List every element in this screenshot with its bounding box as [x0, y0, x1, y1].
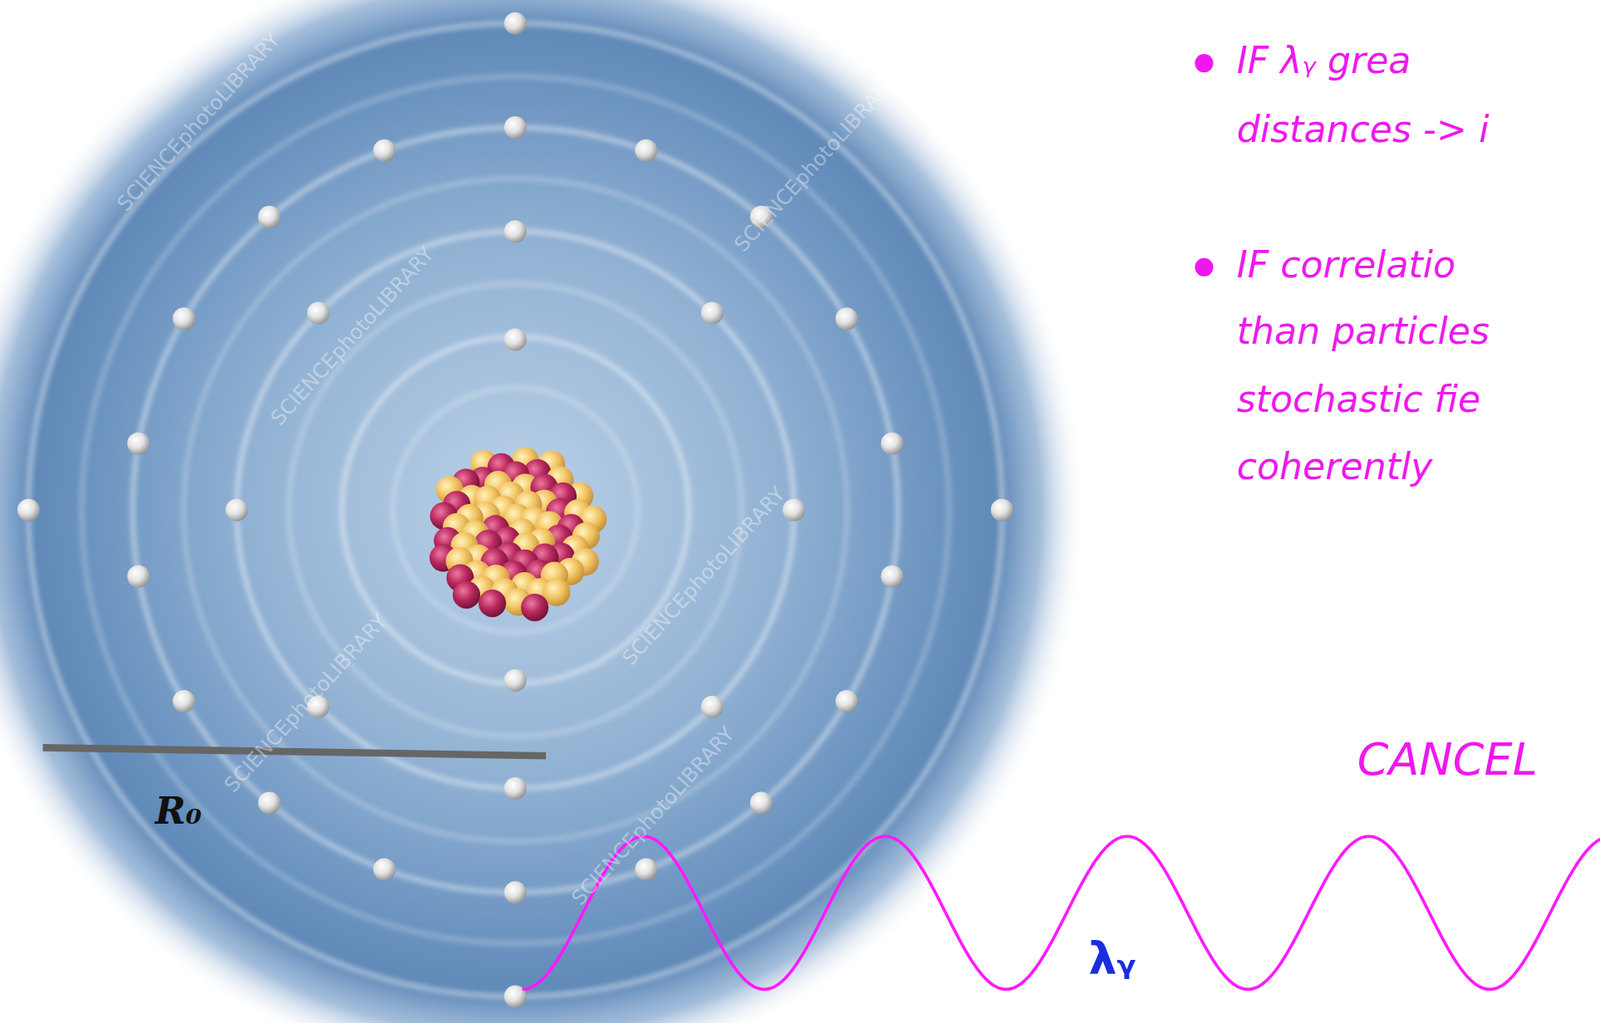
- electron: [373, 139, 396, 162]
- electron: [504, 669, 527, 693]
- electron: [701, 302, 724, 325]
- orbit-rings: [28, 23, 1002, 997]
- watermark: SCIENCEphotoLIBRARY: [566, 722, 739, 911]
- proton: [520, 593, 549, 622]
- electron: [127, 432, 150, 456]
- electron: [835, 690, 859, 713]
- electron: [880, 432, 904, 456]
- note-text: stochastic fie: [1236, 378, 1482, 422]
- orbit-ring: [81, 76, 949, 944]
- electron: [172, 307, 196, 330]
- bullet-dot: [1194, 53, 1213, 73]
- electron: [17, 499, 40, 522]
- electron: [307, 302, 330, 325]
- proton: [452, 581, 481, 609]
- nucleus: [429, 447, 607, 623]
- watermark: SCIENCEphotoLIBRARY: [730, 69, 903, 258]
- electron: [880, 565, 904, 589]
- electron: [225, 499, 248, 522]
- orbit-ring: [28, 23, 1002, 997]
- electrons: [17, 12, 1014, 1009]
- electron: [504, 777, 527, 800]
- note-text: than particles: [1236, 310, 1490, 354]
- electron: [504, 220, 527, 243]
- electron: [634, 139, 658, 162]
- electron: [634, 858, 658, 881]
- watermark: SCIENCEphotoLIBRARY: [265, 242, 438, 431]
- watermark: SCIENCEphotoLIBRARY: [112, 29, 285, 217]
- orbit-ring: [341, 336, 689, 684]
- electron: [373, 858, 396, 881]
- electron: [258, 206, 281, 229]
- note-text: distances -> i: [1236, 108, 1490, 152]
- radius-bar: [43, 747, 547, 756]
- electron: [127, 565, 150, 589]
- electron: [504, 881, 527, 904]
- electron: [750, 792, 773, 815]
- note-text: IF correlatio: [1236, 244, 1456, 287]
- wavelength-label: λᵧ: [1088, 933, 1136, 986]
- orbit-ring: [392, 387, 639, 634]
- note-text: coherently: [1236, 446, 1434, 489]
- electron: [701, 696, 724, 719]
- cancel-note: CANCEL: [1357, 734, 1538, 786]
- radius-label: R₀: [155, 790, 202, 833]
- electron: [504, 328, 527, 352]
- electron: [835, 307, 859, 330]
- electron: [172, 690, 196, 713]
- watermark: SCIENCEphotoLIBRARY: [618, 482, 791, 671]
- watermark: SCIENCEphotoLIBRARY: [220, 610, 393, 799]
- electron: [991, 499, 1014, 522]
- orbit-ring: [183, 178, 847, 842]
- photon-wave: [522, 836, 1600, 990]
- bullet-dot: [1194, 258, 1213, 277]
- proton: [478, 589, 506, 618]
- electron: [258, 792, 281, 815]
- electron: [504, 12, 527, 35]
- orbit-ring: [289, 283, 742, 737]
- orbit-ring: [132, 127, 899, 894]
- electron: [504, 116, 527, 139]
- note-text: IF λᵧ grea: [1236, 39, 1412, 83]
